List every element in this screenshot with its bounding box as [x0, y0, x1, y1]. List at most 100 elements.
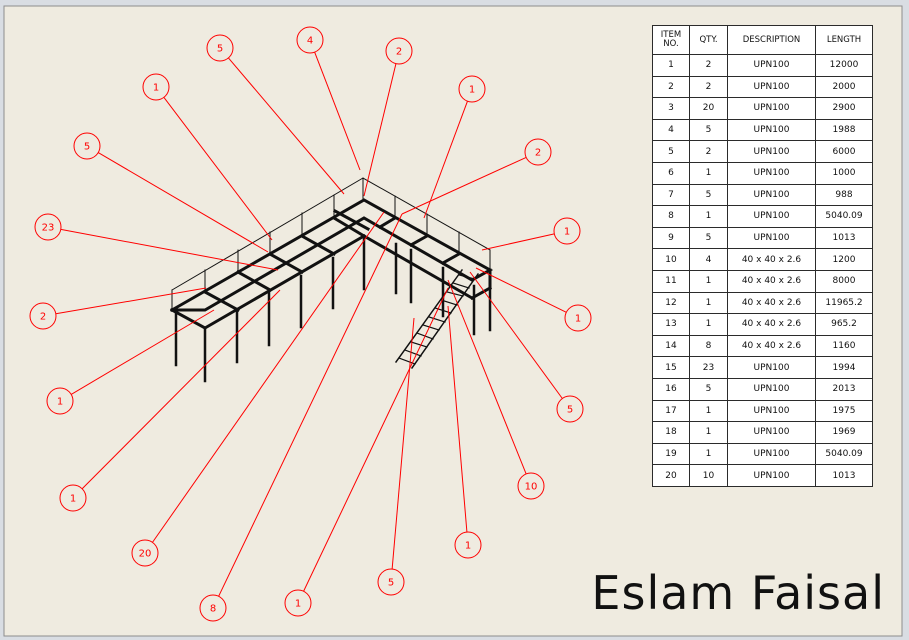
bom-item-no: 8	[652, 205, 690, 228]
bom-item-no: 11	[652, 269, 690, 293]
balloon-callout: 5	[469, 271, 584, 423]
bom-item-no: 15	[652, 356, 690, 379]
leader-line	[423, 101, 468, 219]
leader-line	[163, 97, 273, 241]
bom-description: 40 x 40 x 2.6	[727, 334, 816, 358]
bom-length: 12000	[815, 54, 873, 77]
bom-length: 1160	[815, 334, 873, 358]
leader-line	[447, 305, 468, 533]
balloon-callout: 1	[284, 287, 449, 617]
bom-item-no: 6	[652, 161, 690, 185]
leader-line	[363, 63, 397, 197]
bom-header-length: LENGTH	[815, 25, 873, 55]
balloon-callout: 2	[363, 37, 413, 197]
author-signature: Eslam Faisal	[591, 566, 885, 620]
leader-line	[481, 233, 555, 251]
bom-description: UPN100	[727, 226, 816, 250]
leader-line	[391, 317, 415, 570]
bom-qty: 20	[689, 97, 728, 120]
bom-length: 1994	[815, 356, 873, 379]
balloon-number: 1	[469, 85, 475, 96]
leader-line	[60, 228, 279, 271]
balloon-callout: 2	[401, 138, 552, 215]
steel-structure-model	[169, 177, 494, 383]
bom-description: 40 x 40 x 2.6	[727, 248, 816, 271]
bom-qty: 5	[689, 183, 728, 207]
balloon-callout: 1	[59, 289, 281, 512]
balloon-callout: 1	[447, 305, 482, 559]
bom-length: 1975	[815, 399, 873, 423]
bom-item-no: 2	[652, 75, 690, 99]
bom-qty: 8	[689, 334, 728, 358]
balloon-circle	[458, 75, 486, 103]
balloon-circle	[524, 138, 552, 166]
bom-item-no: 18	[652, 421, 690, 444]
balloon-callout: 8	[199, 213, 403, 622]
bom-description: UPN100	[727, 97, 816, 120]
balloon-circle	[206, 34, 234, 62]
bom-length: 1969	[815, 421, 873, 444]
balloon-circle	[284, 589, 312, 617]
bom-length: 5040.09	[815, 205, 873, 228]
balloon-callout: 23	[34, 213, 279, 271]
bom-qty: 1	[689, 269, 728, 293]
bom-length: 2900	[815, 97, 873, 120]
bom-description: UPN100	[727, 54, 816, 77]
bom-qty: 1	[689, 399, 728, 423]
balloon-number: 1	[465, 541, 471, 552]
balloon-number: 1	[57, 397, 63, 408]
balloon-number: 1	[70, 494, 76, 505]
bom-item-no: 1	[652, 54, 690, 77]
bom-length: 1988	[815, 118, 873, 142]
balloon-circle	[553, 217, 581, 245]
balloon-circle	[296, 26, 324, 54]
balloon-circle	[46, 387, 74, 415]
balloon-circle	[377, 568, 405, 596]
bom-description: UPN100	[727, 464, 816, 487]
bom-qty: 1	[689, 421, 728, 444]
bom-item-no: 3	[652, 97, 690, 120]
balloon-circle	[59, 484, 87, 512]
bom-length: 1000	[815, 161, 873, 185]
bom-header-item-no: ITEM NO.	[652, 25, 690, 55]
balloon-callout: 5	[73, 132, 269, 253]
bom-length: 965.2	[815, 313, 873, 336]
bom-item-no: 14	[652, 334, 690, 358]
balloon-number: 2	[535, 148, 541, 159]
balloon-number: 2	[40, 312, 46, 323]
bom-item-no: 16	[652, 377, 690, 401]
balloon-number: 5	[567, 405, 573, 416]
bom-description: UPN100	[727, 75, 816, 99]
leader-line	[55, 287, 207, 315]
bom-item-no: 10	[652, 248, 690, 271]
bom-length: 2000	[815, 75, 873, 99]
bom-length: 8000	[815, 269, 873, 293]
bom-description: UPN100	[727, 442, 816, 466]
bom-qty: 2	[689, 75, 728, 99]
bom-description: UPN100	[727, 356, 816, 379]
balloon-number: 5	[388, 578, 394, 589]
balloon-callout: 10	[447, 279, 545, 500]
columns	[174, 234, 492, 383]
bom-description: UPN100	[727, 161, 816, 185]
balloon-circle	[454, 531, 482, 559]
balloon-callout: 1	[46, 309, 215, 415]
bom-length: 1200	[815, 248, 873, 271]
balloon-circle	[385, 37, 413, 65]
balloon-circle	[73, 132, 101, 160]
balloon-number: 2	[396, 47, 402, 58]
handrail	[171, 177, 491, 311]
bom-description: 40 x 40 x 2.6	[727, 291, 816, 315]
bom-header-qty: QTY.	[689, 25, 728, 55]
